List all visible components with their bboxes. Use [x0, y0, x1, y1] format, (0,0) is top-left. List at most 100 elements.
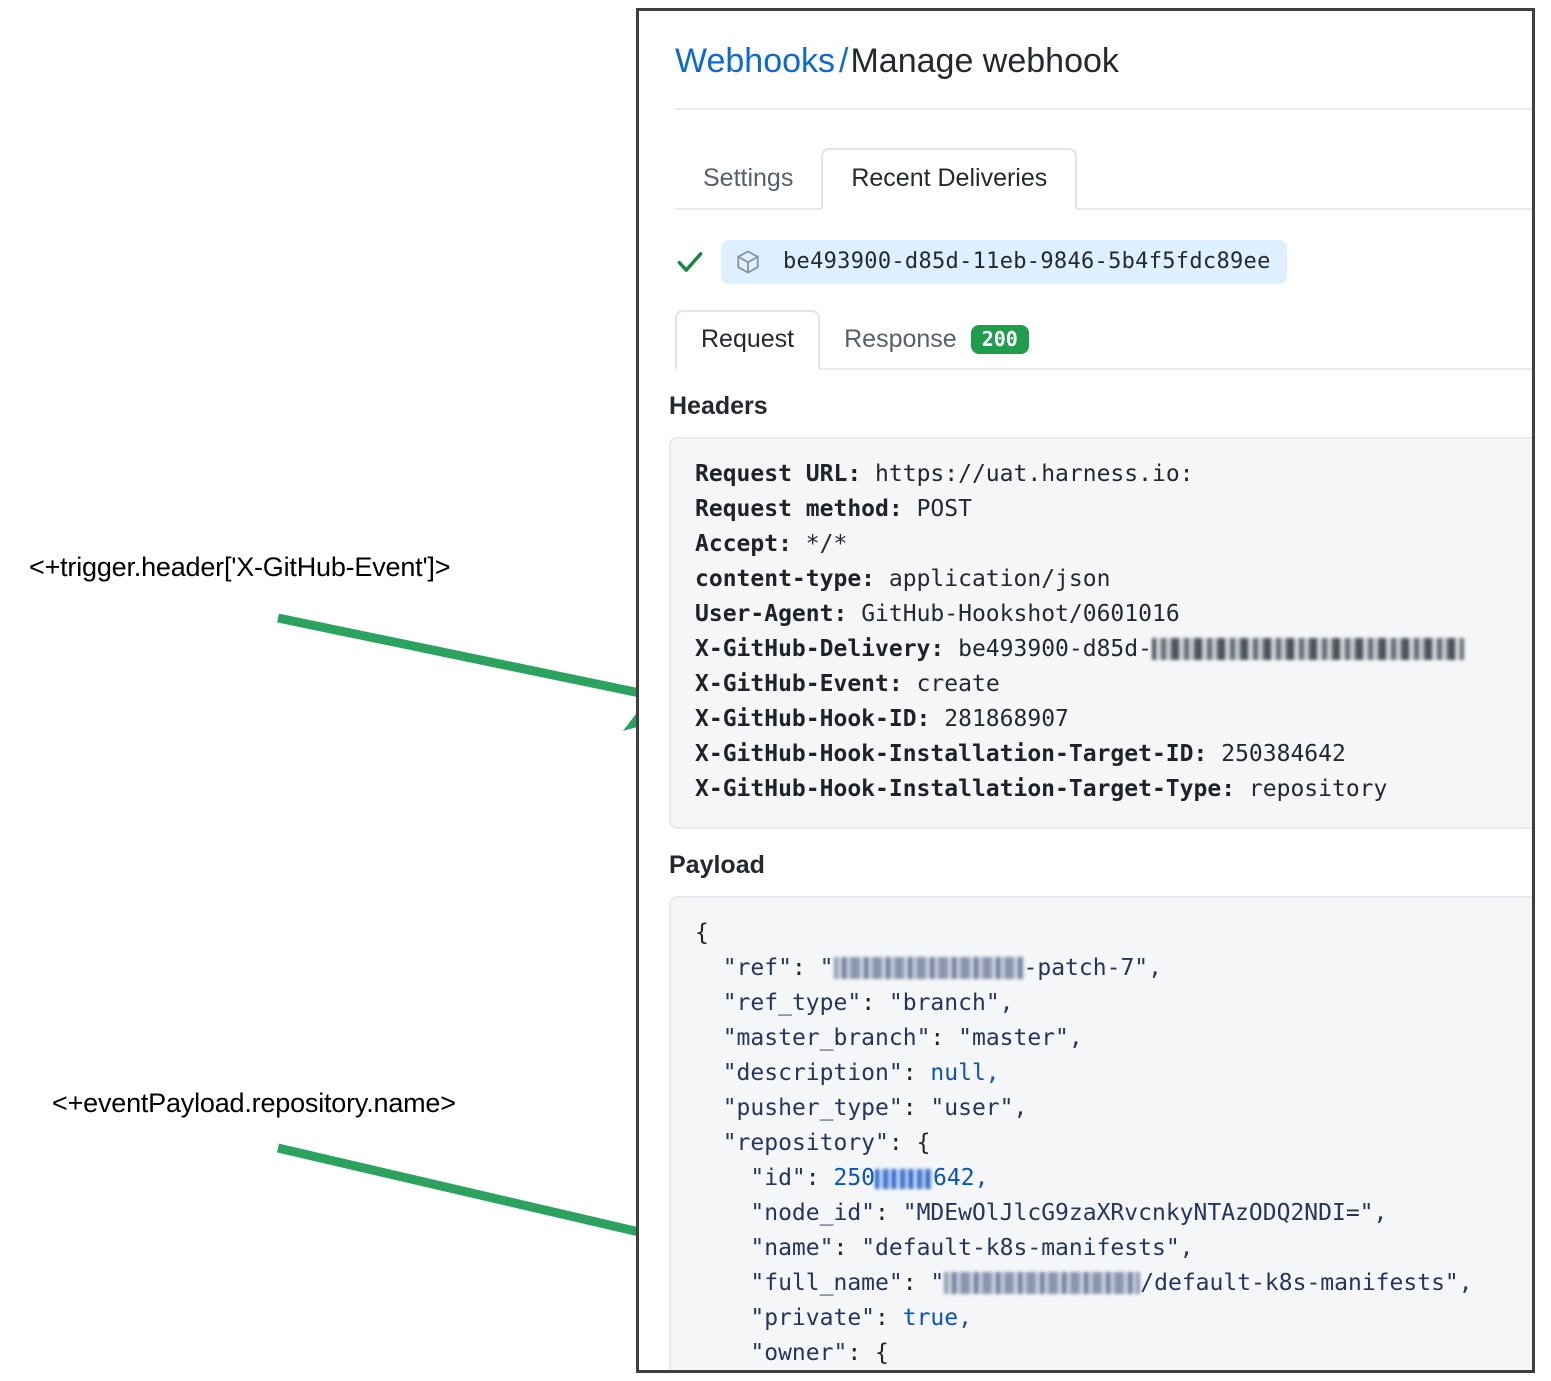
json-key: "description"	[722, 1059, 903, 1086]
json-line-ref: "ref": "-patch-7",	[722, 954, 1162, 981]
json-value-suffix: 642,	[933, 1164, 989, 1191]
json-line: "description": null,	[722, 1059, 1000, 1086]
header-key: Request URL:	[695, 460, 862, 487]
header-value: be493900-d85d-	[958, 635, 1152, 662]
json-line-full-name: "full_name": "/default-k8s-manifests",	[750, 1269, 1473, 1296]
json-value: "default-k8s-manifests",	[861, 1234, 1194, 1261]
delivery-detail-tabs: Request Response 200	[675, 309, 1532, 370]
redacted-id-mid	[875, 1168, 934, 1189]
header-row: X-GitHub-Hook-Installation-Target-Type: …	[695, 772, 1518, 807]
payload-expression-annotation: <+eventPayload.repository.name>	[52, 1088, 456, 1118]
json-line: "master_branch": "master",	[722, 1024, 1083, 1051]
header-row: content-type: application/json	[695, 562, 1518, 597]
json-text: {	[695, 919, 709, 946]
header-value: application/json	[888, 565, 1111, 592]
header-row: Request URL: https://uat.harness.io:	[695, 457, 1518, 492]
tab-request-label: Request	[701, 325, 795, 354]
breadcrumb-webhooks-link[interactable]: Webhooks	[675, 42, 836, 80]
status-badge: 200	[970, 325, 1029, 355]
redacted-ref-prefix	[833, 956, 1024, 979]
delivery-chip[interactable]: be493900-d85d-11eb-9846-5b4f5fdc89ee	[721, 239, 1287, 284]
header-row: Accept: */*	[695, 527, 1518, 562]
json-key: "private"	[750, 1304, 876, 1331]
payload-section-title: Payload	[669, 850, 765, 879]
header-key: content-type:	[695, 565, 876, 592]
header-value: https://uat.harness.io:	[875, 460, 1194, 487]
delivery-id-text: be493900-d85d-11eb-9846-5b4f5fdc89ee	[783, 249, 1271, 275]
header-row: X-GitHub-Hook-ID: 281868907	[695, 702, 1518, 737]
header-row-delivery: X-GitHub-Delivery: be493900-d85d-	[695, 632, 1518, 667]
check-icon	[677, 251, 703, 272]
json-line: {	[695, 916, 1518, 951]
webhook-tabs: Settings Recent Deliveries	[675, 147, 1532, 210]
tab-response-label: Response	[844, 325, 957, 354]
breadcrumb-separator: /	[839, 42, 849, 80]
json-value: "branch",	[888, 989, 1014, 1016]
json-value: "user",	[930, 1094, 1028, 1121]
header-row: User-Agent: GitHub-Hookshot/0601016	[695, 597, 1518, 632]
json-key: "node_id"	[750, 1199, 876, 1226]
json-key: "master_branch"	[722, 1024, 931, 1051]
breadcrumb: Webhooks/Manage webhook	[639, 11, 1532, 108]
json-key: "ref_type"	[722, 989, 862, 1016]
payload-annotation-arrow	[276, 1143, 753, 1280]
json-value: "MDEwOlJlcG9zaXRvcnkyNTAzODQ2NDI=",	[902, 1199, 1388, 1226]
json-key: "ref"	[722, 954, 792, 981]
header-value: POST	[916, 495, 972, 522]
json-value: -patch-7",	[1023, 954, 1162, 981]
redacted-fullname-prefix	[944, 1271, 1141, 1294]
tab-settings-label: Settings	[703, 164, 794, 193]
payload-code-box: { "ref": "-patch-7", "ref_type": "branch…	[669, 895, 1532, 1370]
json-line: "node_id": "MDEwOlJlcG9zaXRvcnkyNTAzODQ2…	[750, 1199, 1388, 1226]
cube-icon	[737, 250, 759, 274]
headers-section-title: Headers	[669, 391, 768, 420]
tab-settings[interactable]: Settings	[675, 148, 821, 210]
header-value: GitHub-Hookshot/0601016	[861, 600, 1180, 627]
json-line: "pusher_type": "user",	[722, 1094, 1028, 1121]
header-key: User-Agent:	[695, 600, 848, 627]
header-value: */*	[805, 530, 848, 557]
header-divider	[675, 107, 1532, 110]
header-key: Accept:	[695, 530, 792, 557]
json-key: "repository"	[722, 1129, 889, 1156]
page-title: Manage webhook	[850, 42, 1119, 80]
json-line: "private": true,	[750, 1304, 972, 1331]
json-line: "ref_type": "branch",	[722, 989, 1014, 1016]
tab-recent-deliveries-label: Recent Deliveries	[851, 164, 1048, 193]
header-key: X-GitHub-Hook-Installation-Target-Type:	[695, 775, 1236, 802]
redacted-delivery-suffix	[1151, 637, 1464, 660]
tab-response[interactable]: Response 200	[820, 310, 1053, 370]
json-value: {	[875, 1339, 889, 1366]
webhook-panel: Webhooks/Manage webhook Settings Recent …	[636, 8, 1535, 1373]
header-key: Request method:	[695, 495, 903, 522]
delivery-row: be493900-d85d-11eb-9846-5b4f5fdc89ee	[675, 239, 1532, 284]
json-line: "owner": {	[750, 1339, 889, 1366]
json-value: null,	[930, 1059, 1000, 1086]
header-value: repository	[1248, 775, 1388, 802]
tab-request[interactable]: Request	[675, 309, 821, 370]
header-row: Request method: POST	[695, 492, 1518, 527]
header-annotation-arrow	[277, 613, 711, 731]
header-key: X-GitHub-Delivery:	[695, 635, 945, 662]
json-value-prefix: 250	[833, 1164, 876, 1191]
json-key: "pusher_type"	[722, 1094, 903, 1121]
json-value: true,	[902, 1304, 972, 1331]
json-line: "repository": {	[722, 1129, 931, 1156]
json-key: "owner"	[750, 1339, 848, 1366]
header-key: X-GitHub-Hook-ID:	[695, 705, 931, 732]
header-row: X-GitHub-Hook-Installation-Target-ID: 25…	[695, 737, 1518, 772]
tab-recent-deliveries[interactable]: Recent Deliveries	[821, 147, 1078, 210]
json-value: /default-k8s-manifests",	[1140, 1269, 1473, 1296]
json-key: "full_name"	[750, 1269, 903, 1296]
header-key: X-GitHub-Event:	[695, 670, 903, 697]
json-key: "id"	[750, 1164, 806, 1191]
json-line-name: "name": "default-k8s-manifests",	[750, 1234, 1194, 1261]
header-value: 281868907	[944, 705, 1069, 732]
json-key: "name"	[750, 1234, 834, 1261]
json-value: "master",	[958, 1024, 1083, 1051]
header-row-event: X-GitHub-Event: create	[695, 667, 1518, 702]
header-expression-annotation: <+trigger.header['X-GitHub-Event']>	[29, 552, 451, 582]
header-value: create	[916, 670, 1000, 697]
json-value: {	[916, 1129, 931, 1156]
